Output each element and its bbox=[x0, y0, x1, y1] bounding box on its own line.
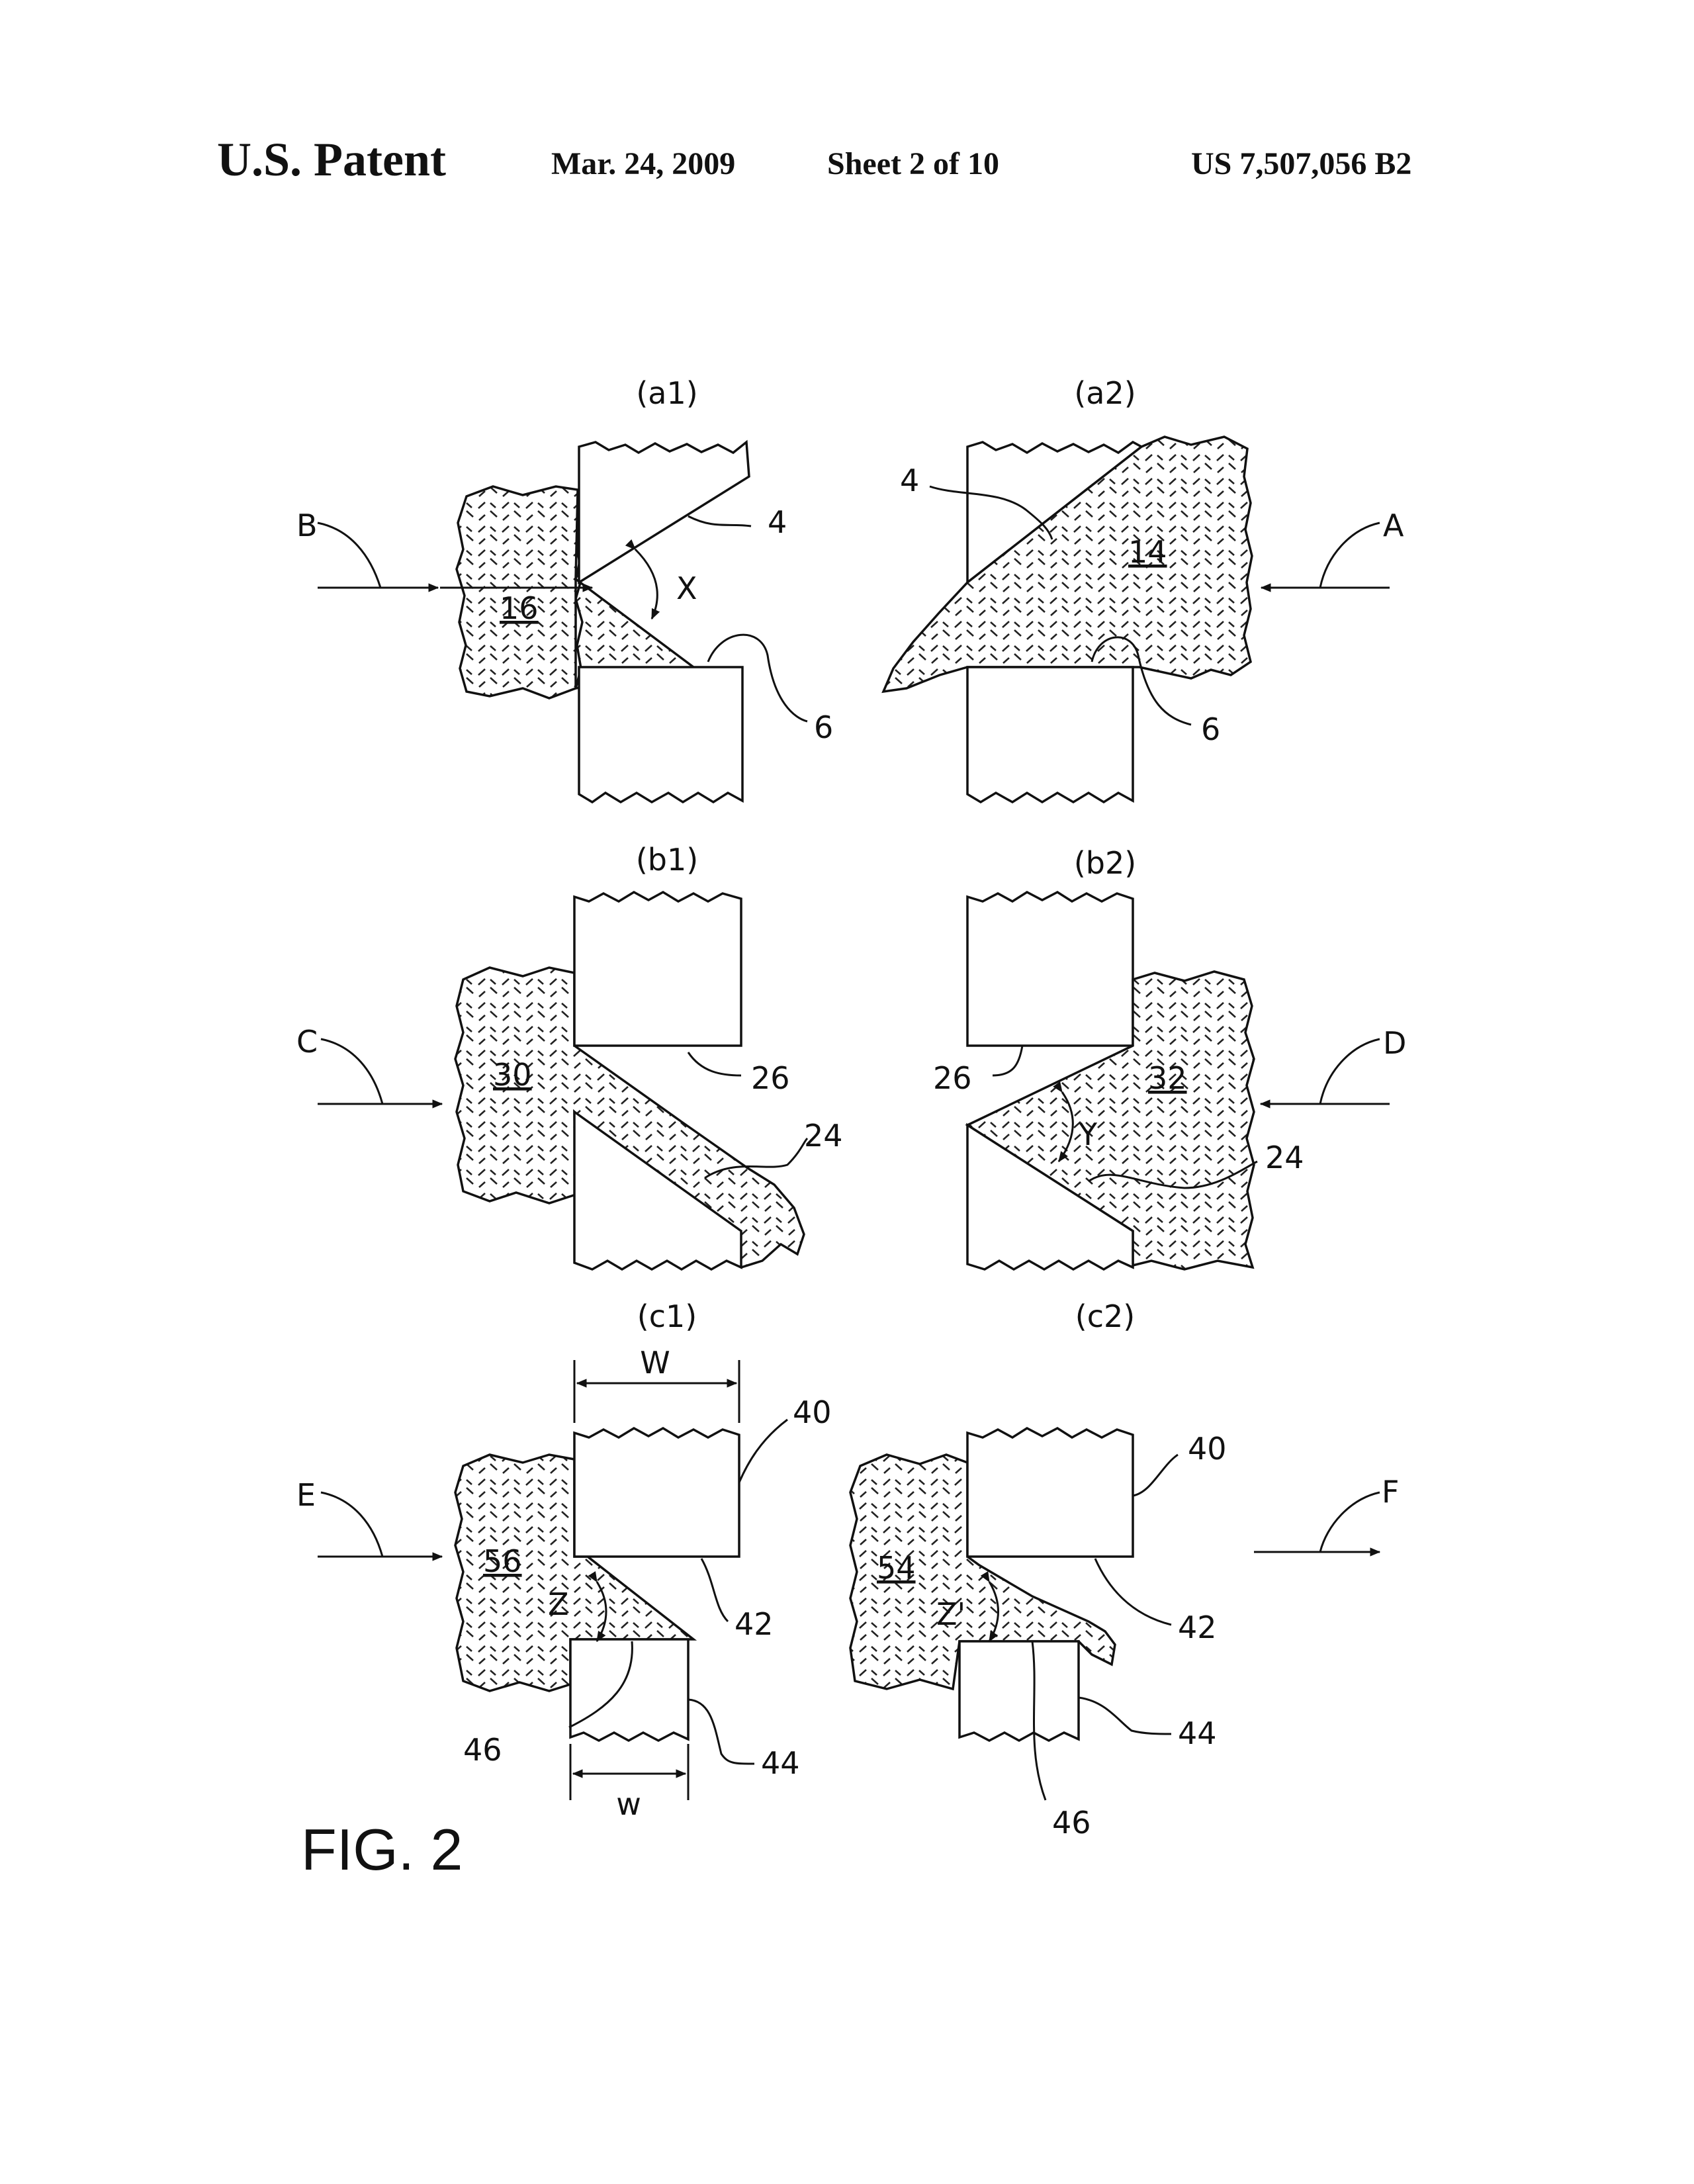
figure-title: FIG. 2 bbox=[301, 1817, 463, 1882]
material-region-30 bbox=[454, 966, 805, 1269]
patent-date: Mar. 24, 2009 bbox=[551, 146, 736, 181]
panel-a1: (a1) B 16 X 4 6 bbox=[296, 375, 833, 804]
upper-member-40-c1 bbox=[573, 1426, 740, 1558]
ref-6-a2: 6 bbox=[1201, 711, 1220, 747]
region-label-56: 56 bbox=[483, 1543, 522, 1579]
direction-label-e: E bbox=[296, 1477, 316, 1513]
direction-label-d: D bbox=[1383, 1025, 1406, 1061]
patent-number: US 7,507,056 B2 bbox=[1191, 146, 1412, 181]
ref-24-b2: 24 bbox=[1265, 1140, 1304, 1175]
leader-f bbox=[1319, 1491, 1380, 1553]
leader-24-b1 bbox=[704, 1137, 809, 1179]
leader-46-c1 bbox=[568, 1641, 633, 1729]
leader-46-c2 bbox=[1031, 1641, 1047, 1801]
region-label-30: 30 bbox=[493, 1057, 532, 1093]
angle-arc-z bbox=[588, 1571, 607, 1643]
angle-label-z: Z bbox=[548, 1586, 569, 1622]
ref-6-a1: 6 bbox=[814, 709, 833, 745]
upper-member-40-c2 bbox=[966, 1426, 1134, 1558]
direction-label-f: F bbox=[1382, 1474, 1399, 1510]
width-label-lower: w bbox=[616, 1786, 641, 1822]
panel-c2: (c2) F 54 Z' 40 42 44 46 bbox=[849, 1298, 1399, 1841]
ref-40-c1: 40 bbox=[793, 1394, 832, 1430]
direction-label-c: C bbox=[296, 1024, 318, 1060]
lower-die-b2 bbox=[966, 1122, 1134, 1271]
leader-c bbox=[320, 1038, 384, 1105]
caption-c2: (c2) bbox=[1075, 1298, 1135, 1334]
leader-24-b2 bbox=[1088, 1160, 1258, 1189]
panel-a2: (a2) A 14 4 6 bbox=[881, 375, 1404, 804]
ref-46-c1: 46 bbox=[463, 1732, 502, 1768]
panel-c1: (c1) W w E 56 Z 40 42 44 46 bbox=[296, 1298, 832, 1822]
direction-label-a: A bbox=[1383, 508, 1404, 543]
leader-d bbox=[1319, 1038, 1380, 1105]
region-label-14: 14 bbox=[1128, 534, 1167, 570]
caption-b2: (b2) bbox=[1074, 845, 1136, 881]
region-label-32: 32 bbox=[1148, 1060, 1187, 1096]
ref-42-c2: 42 bbox=[1178, 1610, 1217, 1645]
sheet-indicator: Sheet 2 of 10 bbox=[827, 146, 999, 181]
caption-a1: (a1) bbox=[636, 375, 697, 411]
region-label-54: 54 bbox=[877, 1550, 916, 1586]
leader-6-a2 bbox=[1091, 636, 1192, 726]
ref-40-c2: 40 bbox=[1188, 1431, 1227, 1467]
lower-die-a1 bbox=[578, 666, 744, 804]
width-label-upper: W bbox=[640, 1345, 670, 1381]
angle-arc-y bbox=[1053, 1081, 1074, 1163]
leader-a bbox=[1319, 522, 1380, 588]
patent-label: U.S. Patent bbox=[217, 133, 446, 186]
direction-label-b: B bbox=[296, 508, 318, 543]
lower-die-b1 bbox=[573, 1109, 742, 1271]
angle-label-y: Y bbox=[1078, 1116, 1098, 1152]
page-header: U.S. Patent Mar. 24, 2009 Sheet 2 of 10 … bbox=[0, 132, 1694, 199]
leader-40-c2 bbox=[1132, 1453, 1179, 1497]
region-label-16: 16 bbox=[500, 590, 539, 626]
ref-44-c1: 44 bbox=[761, 1745, 800, 1781]
angle-arc-x bbox=[625, 539, 660, 620]
caption-a2: (a2) bbox=[1074, 375, 1136, 411]
leader-40-c1 bbox=[738, 1418, 788, 1483]
upper-die-b2 bbox=[966, 890, 1134, 1047]
ref-4-a2: 4 bbox=[900, 463, 919, 498]
leader-4-a2 bbox=[929, 485, 1053, 540]
ref-42-c1: 42 bbox=[735, 1606, 774, 1642]
leader-e bbox=[320, 1491, 384, 1557]
panel-b2: (b2) D 32 Y 26 24 bbox=[933, 845, 1406, 1271]
leader-42-c2 bbox=[1094, 1558, 1172, 1626]
ref-4-a1: 4 bbox=[768, 504, 787, 540]
leader-26-b2 bbox=[992, 1045, 1024, 1077]
ref-46-c2: 46 bbox=[1052, 1805, 1091, 1841]
lower-member-44-c2 bbox=[958, 1640, 1080, 1742]
upper-die-a1 bbox=[578, 439, 750, 585]
ref-24-b1: 24 bbox=[804, 1118, 843, 1154]
material-region-14 bbox=[881, 435, 1253, 694]
leader-6-a1 bbox=[707, 633, 808, 723]
lower-member-44-c1 bbox=[569, 1638, 690, 1742]
leader-b bbox=[317, 522, 382, 588]
lower-die-a2 bbox=[966, 666, 1134, 804]
ref-26-b2: 26 bbox=[933, 1060, 972, 1096]
panel-b1: (b1) C 30 26 24 bbox=[296, 842, 843, 1271]
leader-42-c1 bbox=[700, 1558, 729, 1623]
leader-4-a1 bbox=[688, 515, 752, 527]
angle-label-x: X bbox=[676, 570, 697, 606]
material-hatch-left-a1 bbox=[455, 485, 579, 700]
ref-44-c2: 44 bbox=[1178, 1715, 1217, 1751]
angle-arc-z-prime bbox=[980, 1570, 999, 1643]
upper-die-b1 bbox=[573, 890, 742, 1047]
leader-26-b1 bbox=[687, 1052, 742, 1077]
angle-label-z-prime: Z' bbox=[936, 1596, 965, 1632]
caption-c1: (c1) bbox=[637, 1298, 697, 1334]
leader-44-c1 bbox=[688, 1698, 755, 1765]
caption-b1: (b1) bbox=[636, 842, 698, 878]
ref-26-b1: 26 bbox=[751, 1060, 790, 1096]
leader-44-c2 bbox=[1078, 1696, 1172, 1735]
